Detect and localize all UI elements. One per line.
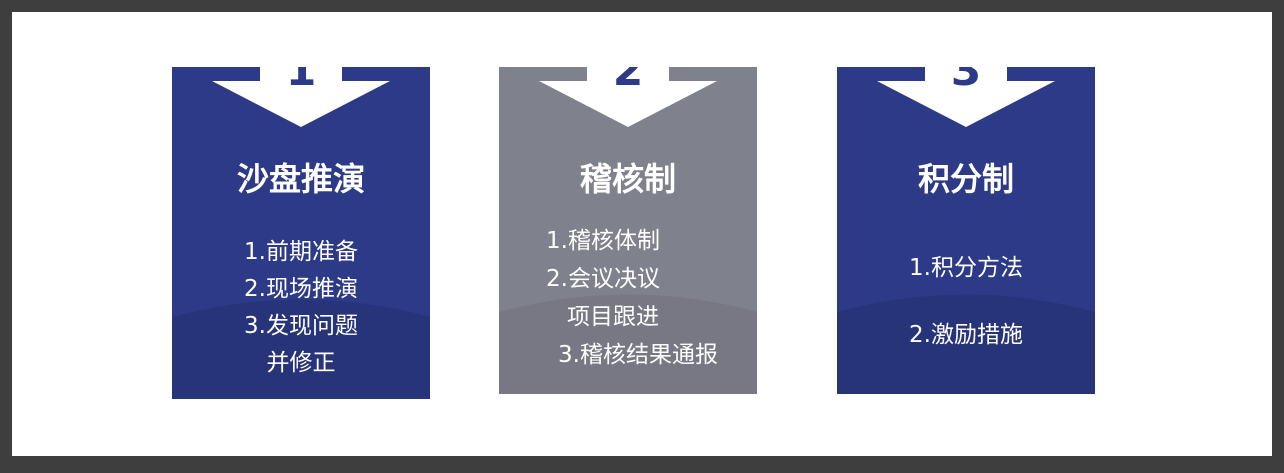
card-3-arrow-icon	[877, 81, 1055, 127]
card-1-wave	[172, 299, 430, 399]
card-1-title: 沙盘推演	[236, 160, 365, 198]
card-3-item: 1.积分方法	[909, 255, 1023, 281]
card-1-number: 1	[285, 67, 317, 96]
card-2-notch	[587, 67, 669, 81]
card-1-notch	[260, 67, 342, 81]
diagram-canvas: 1 沙盘推演 1.前期准备 2.现场推演 3.发现问题 并修正 2 稽核制 1.…	[12, 12, 1272, 456]
card-1-items: 1.前期准备 2.现场推演 3.发现问题 并修正	[172, 234, 430, 382]
card-3-notch	[925, 67, 1007, 81]
card-3-title: 积分制	[917, 160, 1014, 198]
card-3-wave	[837, 294, 1095, 394]
card-1-background	[172, 67, 430, 399]
card-2-background	[499, 67, 757, 394]
card-2-items: 1.稽核体制 2.会议决议 项目跟进 3.稽核结果通报	[499, 222, 757, 374]
card-2-arrow-icon	[539, 81, 717, 127]
card-1-item: 并修正	[266, 350, 336, 376]
card-3-background	[837, 67, 1095, 394]
step-card-3: 3 积分制 1.积分方法 2.激励措施	[837, 67, 1095, 394]
card-1-item: 2.现场推演	[244, 276, 358, 302]
card-2-item: 1.稽核体制	[546, 228, 660, 254]
card-2-wave	[499, 294, 757, 394]
card-2-number: 2	[612, 67, 644, 96]
step-card-1: 1 沙盘推演 1.前期准备 2.现场推演 3.发现问题 并修正	[172, 67, 430, 399]
card-1-item: 3.发现问题	[244, 313, 358, 339]
card-1-item: 1.前期准备	[244, 239, 358, 265]
step-card-2: 2 稽核制 1.稽核体制 2.会议决议 项目跟进 3.稽核结果通报	[499, 67, 757, 394]
card-2-item: 3.稽核结果通报	[558, 342, 718, 368]
card-2-item: 2.会议决议	[546, 266, 660, 292]
card-2-title: 稽核制	[579, 160, 676, 198]
card-1-arrow-icon	[212, 81, 390, 127]
card-2-item: 项目跟进	[567, 304, 659, 330]
card-3-number: 3	[950, 67, 982, 96]
card-3-items: 1.积分方法 2.激励措施	[837, 235, 1095, 369]
card-3-item: 2.激励措施	[909, 322, 1023, 348]
